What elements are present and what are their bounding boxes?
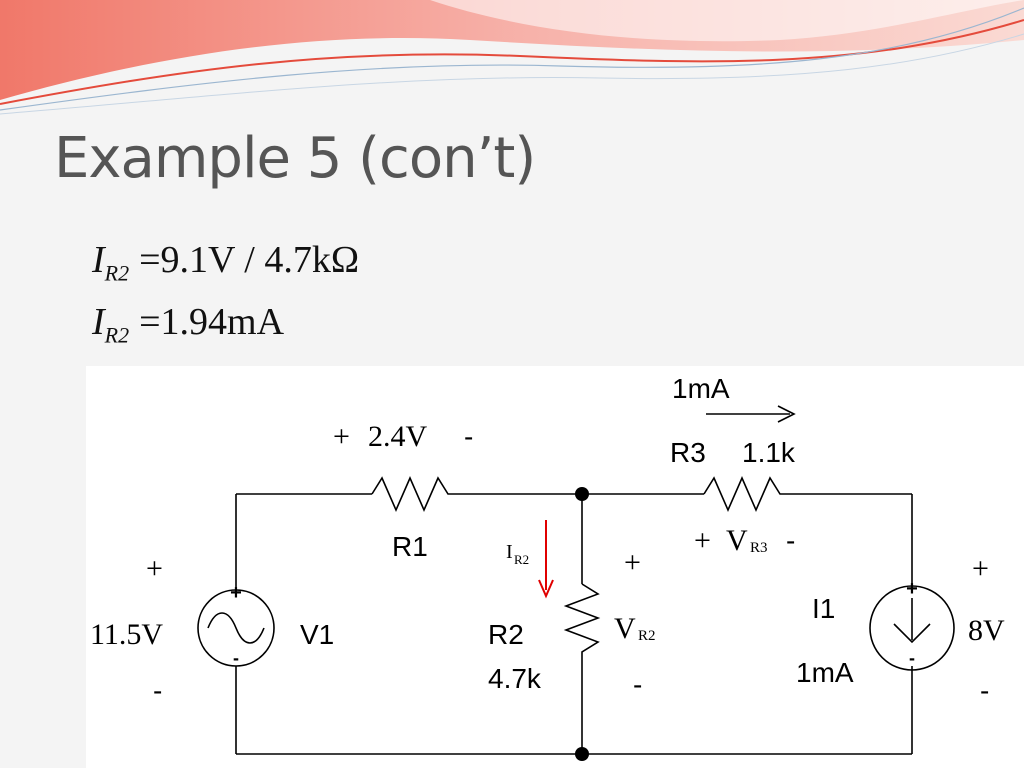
- output-voltage-plus: +: [972, 552, 989, 585]
- v1-source-symbol: [197, 589, 275, 667]
- r3-current-arrow-head: [777, 405, 796, 423]
- circuit-diagram-panel: + - + - + 2.4V - R1 1mA R3 1.1k + V R3 -…: [86, 366, 1024, 768]
- r3-voltage-minus: -: [786, 525, 795, 556]
- r2-value-label: 4.7k: [488, 663, 542, 694]
- equation-1: IR2 =9.1V / 4.7kΩ: [92, 238, 359, 287]
- ir2-label-symbol: I: [506, 541, 513, 563]
- r3-voltage-plus: +: [694, 524, 711, 557]
- r2-voltage-symbol: V: [614, 612, 636, 645]
- equation-2-rhs: 1.94mA: [160, 301, 285, 343]
- output-voltage-minus: -: [980, 675, 989, 706]
- v1-name-label: V1: [300, 619, 334, 650]
- junction-node-top: [575, 487, 589, 501]
- slide-title: Example 5 (con’t): [54, 126, 536, 191]
- r2-voltage-minus: -: [633, 669, 642, 700]
- equation-1-operator: =: [139, 239, 161, 281]
- equation-1-rhs: 9.1V / 4.7kΩ: [160, 239, 360, 281]
- r3-voltage-subscript: R3: [750, 540, 768, 556]
- r3-name-label: R3: [670, 437, 706, 468]
- i1-terminal-minus: -: [909, 648, 915, 668]
- r2-name-label: R2: [488, 619, 524, 650]
- arrow-down-head: [893, 623, 931, 644]
- i1-terminal-plus: +: [906, 578, 918, 600]
- v1-voltage-value: 11.5V: [90, 618, 163, 651]
- sine-wave-icon: [207, 612, 265, 644]
- equation-2-operator: =: [139, 301, 161, 343]
- equation-1-symbol: I: [92, 239, 105, 281]
- decorative-banner: [0, 0, 1024, 115]
- v1-voltage-plus: +: [146, 552, 163, 585]
- r2-voltage-subscript: R2: [638, 628, 656, 644]
- i1-value-label: 1mA: [796, 657, 854, 688]
- r2-voltage-plus: +: [624, 546, 641, 579]
- ir2-current-arrow-head: [538, 579, 554, 599]
- r1-voltage-minus: -: [464, 421, 473, 452]
- circuit-diagram: + - + - + 2.4V - R1 1mA R3 1.1k + V R3 -…: [90, 373, 1005, 761]
- r3-resistor-symbol: [703, 476, 786, 512]
- r1-voltage-value: 2.4V: [368, 420, 428, 453]
- v1-terminal-plus: +: [230, 582, 242, 604]
- i1-source-symbol: [869, 585, 955, 671]
- r3-voltage-symbol: V: [726, 524, 748, 557]
- junction-node-bottom: [575, 747, 589, 761]
- i1-name-label: I1: [812, 593, 835, 624]
- r3-value-label: 1.1k: [742, 437, 796, 468]
- r2-resistor-symbol: [563, 583, 601, 660]
- r1-name-label: R1: [392, 531, 428, 562]
- r1-voltage-plus: +: [333, 420, 350, 453]
- equation-2: IR2 =1.94mA: [92, 300, 284, 349]
- equation-1-subscript: R2: [104, 260, 130, 286]
- r3-current-label: 1mA: [672, 373, 730, 404]
- ir2-label-subscript: R2: [514, 552, 529, 567]
- equation-2-symbol: I: [92, 301, 105, 343]
- v1-terminal-minus: -: [233, 648, 239, 668]
- equation-2-subscript: R2: [104, 322, 130, 348]
- output-voltage-value: 8V: [968, 614, 1005, 647]
- v1-voltage-minus: -: [153, 675, 162, 706]
- r1-resistor-symbol: [371, 476, 454, 512]
